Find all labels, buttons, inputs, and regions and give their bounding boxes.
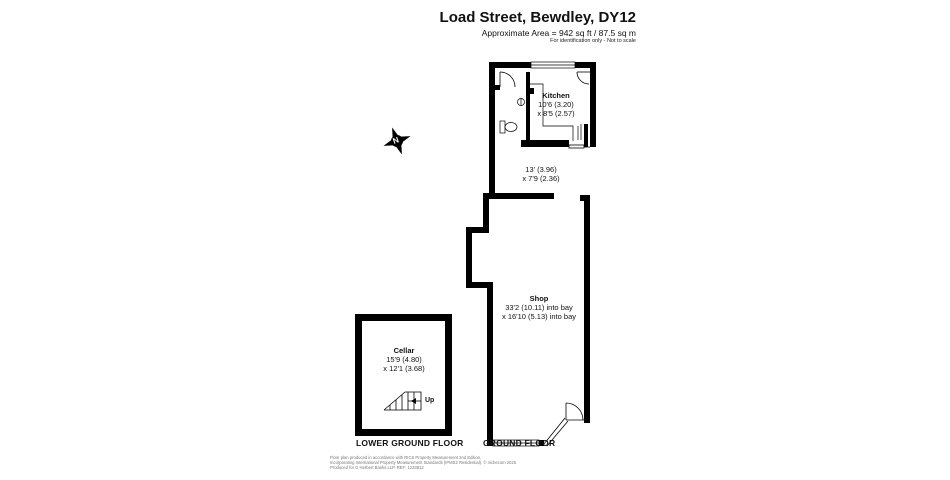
door-swings bbox=[499, 71, 590, 149]
shop-entrance-door bbox=[543, 402, 584, 447]
approximate-area: Approximate Area = 942 sq ft / 87.5 sq m bbox=[481, 28, 636, 38]
ground-floor-walls bbox=[466, 62, 596, 446]
shop-label: Shop 33'2 (10.11) into bay x 16'10 (5.13… bbox=[502, 294, 576, 321]
footer-line-3: Produced for G Herbert Banks LLP. REF: 1… bbox=[330, 464, 424, 470]
shop-dim1: 33'2 (10.11) into bay bbox=[505, 303, 573, 312]
kitchen-dim2: x 8'5 (2.57) bbox=[537, 109, 575, 118]
kitchen-label: Kitchen 10'6 (3.20) x 8'5 (2.57) bbox=[537, 91, 574, 118]
cellar-walls bbox=[355, 314, 452, 436]
kitchen-fittings bbox=[530, 83, 582, 141]
kitchen-name: Kitchen bbox=[542, 91, 570, 100]
wc-fittings bbox=[499, 98, 525, 134]
cellar-dim2: x 12'1 (3.68) bbox=[383, 364, 425, 373]
stairs-up-label: Up bbox=[425, 397, 435, 404]
hall-dim2: x 7'9 (2.36) bbox=[522, 174, 560, 183]
cellar-dim1: 15'9 (4.80) bbox=[386, 355, 422, 364]
cellar-label: Cellar 15'9 (4.80) x 12'1 (3.68) bbox=[383, 346, 424, 373]
cellar-stairs bbox=[383, 391, 422, 411]
hall-dim1: 13' (3.96) bbox=[525, 165, 557, 174]
footer-line-2: Incorporating International Property Mea… bbox=[330, 459, 517, 465]
compass-icon bbox=[383, 127, 411, 155]
shop-dim2: x 16'10 (5.13) into bay bbox=[502, 312, 576, 321]
windows bbox=[492, 61, 576, 447]
scale-note: For identification only - Not to scale bbox=[550, 38, 636, 44]
kitchen-dim1: 10'6 (3.20) bbox=[538, 100, 574, 109]
plan-title: Load Street, Bewdley, DY12 bbox=[439, 9, 636, 26]
lower-ground-floor-title: LOWER GROUND FLOOR bbox=[356, 438, 464, 448]
shop-name: Shop bbox=[529, 294, 549, 303]
cellar-name: Cellar bbox=[393, 346, 415, 355]
footer-line-1: Floor plan produced in accordance with R… bbox=[330, 455, 482, 460]
hall-label: 13' (3.96) x 7'9 (2.36) bbox=[522, 165, 559, 183]
footer-credits: Floor plan produced in accordance with R… bbox=[330, 455, 517, 470]
ground-floor-title: GROUND FLOOR bbox=[483, 438, 556, 448]
